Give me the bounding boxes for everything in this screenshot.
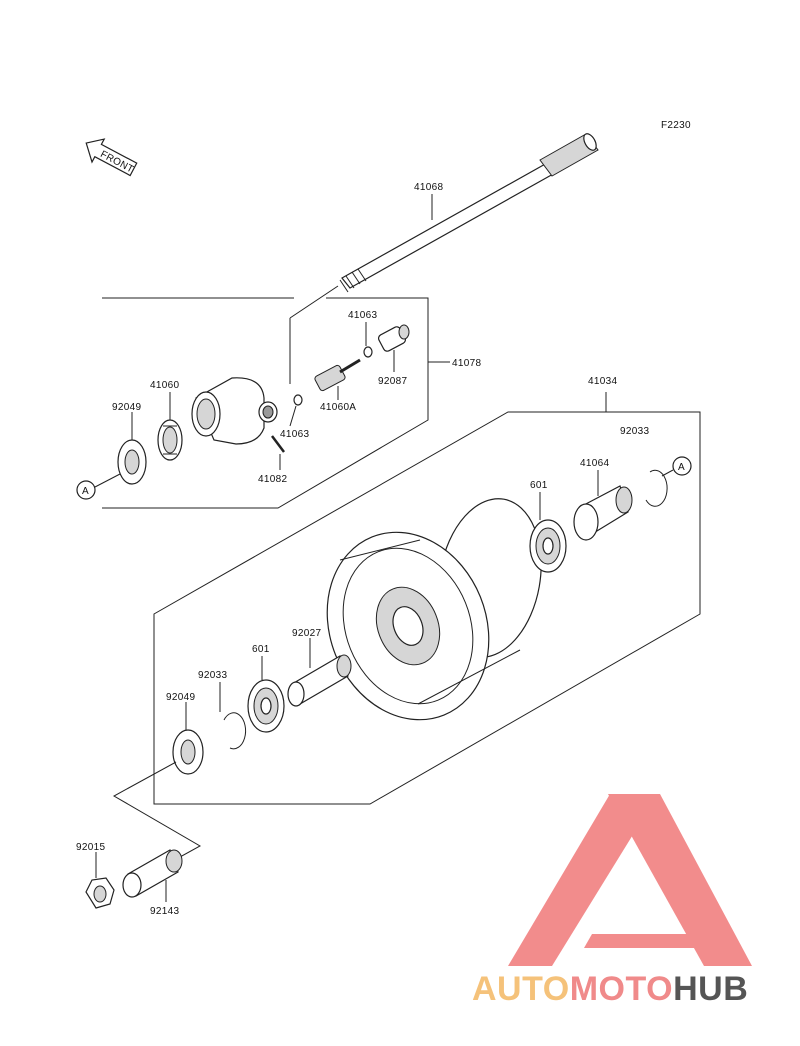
label-seal-92049-left: 92049 xyxy=(166,692,195,703)
label-circlip-92033-right: 92033 xyxy=(620,426,649,437)
watermark-brand: AUTOMOTOHUB xyxy=(472,970,748,1008)
bearing-left[interactable] xyxy=(247,679,285,733)
label-collar-92143: 92143 xyxy=(150,906,179,917)
pinion-gear-41060a[interactable] xyxy=(314,358,361,392)
washer-41063-lower[interactable] xyxy=(293,394,303,406)
label-meter-gear-assy: 41078 xyxy=(452,358,481,369)
collar-92143[interactable] xyxy=(122,849,183,898)
spacer-92027[interactable] xyxy=(287,654,352,707)
axle-nut-bracket xyxy=(112,761,202,869)
watermark-part2: MOTO xyxy=(570,970,673,1008)
label-wheel-assy: 41034 xyxy=(588,376,617,387)
reference-marker-left-label: A xyxy=(82,486,89,497)
axle[interactable] xyxy=(339,132,599,293)
collar-41064[interactable] xyxy=(573,485,633,541)
label-collar-41064: 41064 xyxy=(580,458,609,469)
diagram-code: F2230 xyxy=(661,120,691,131)
label-seal-92049-top: 92049 xyxy=(112,402,141,413)
label-pin-41082: 41082 xyxy=(258,474,287,485)
oil-seal-top[interactable] xyxy=(117,439,147,485)
label-circlip-92033-left: 92033 xyxy=(198,670,227,681)
oil-seal-92087[interactable] xyxy=(377,324,410,353)
meter-gear-assembly-bracket xyxy=(102,285,450,509)
label-nut-92015: 92015 xyxy=(76,842,105,853)
label-bearing-601-right: 601 xyxy=(530,480,548,491)
reference-marker-left: A xyxy=(76,473,121,500)
circlip-left[interactable] xyxy=(223,712,247,750)
circlip-right[interactable] xyxy=(645,469,668,507)
label-gear-41060a: 41060A xyxy=(320,402,356,413)
reference-marker-right: A xyxy=(661,456,692,477)
bearing-right[interactable] xyxy=(529,519,567,573)
front-direction-arrow: FRONT xyxy=(85,138,138,177)
label-bearing-601-left: 601 xyxy=(252,644,270,655)
watermark-part3: HUB xyxy=(673,970,748,1008)
label-washer-41063-top: 41063 xyxy=(348,310,377,321)
reference-marker-right-label: A xyxy=(678,462,685,473)
wheel-assembly-bracket xyxy=(153,392,701,805)
label-spacer-92027: 92027 xyxy=(292,628,321,639)
drive-gear-ring[interactable] xyxy=(157,419,183,461)
label-axle: 41068 xyxy=(414,182,443,193)
automotohub-logo xyxy=(508,794,752,966)
label-housing-41060: 41060 xyxy=(150,380,179,391)
label-washer-41063-bottom: 41063 xyxy=(280,429,309,440)
axle-nut[interactable] xyxy=(85,877,115,909)
oil-seal-left[interactable] xyxy=(172,729,204,775)
pin-41082[interactable] xyxy=(271,435,285,453)
meter-gear-housing[interactable] xyxy=(191,377,278,445)
label-seal-92087: 92087 xyxy=(378,376,407,387)
wheel-hub[interactable] xyxy=(300,491,553,745)
watermark-part1: AUTO xyxy=(472,970,570,1008)
washer-41063-upper[interactable] xyxy=(363,346,373,358)
